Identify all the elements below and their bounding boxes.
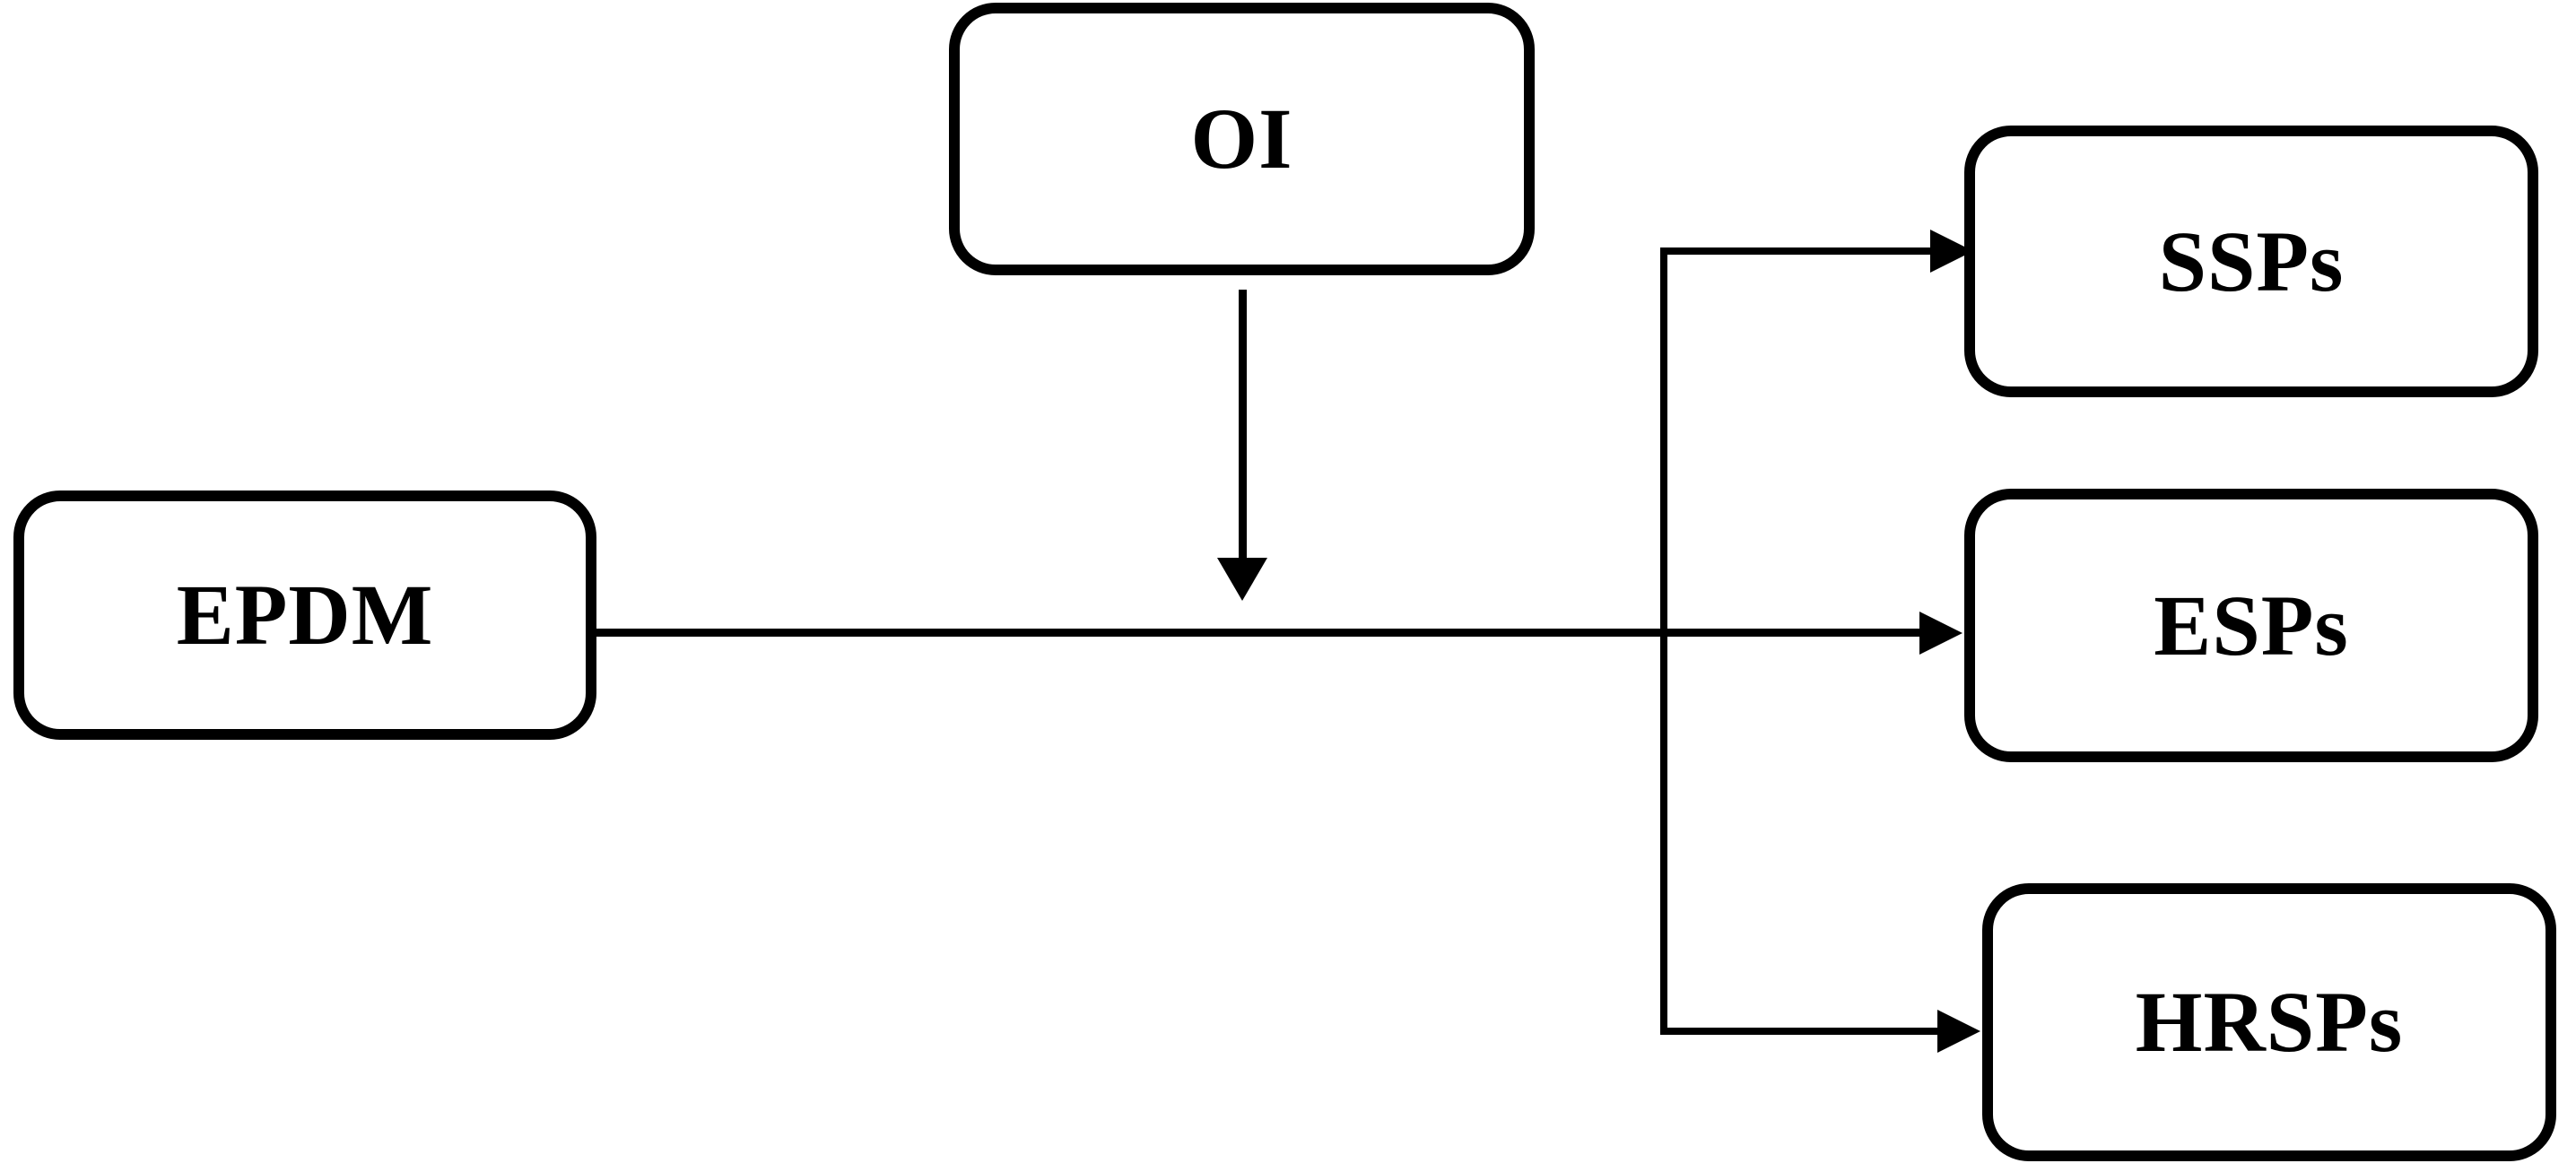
arrowhead-right-ssps-icon [1930,230,1973,273]
node-oi: OI [949,3,1535,275]
node-oi-label: OI [1190,91,1293,187]
arrowhead-right-esps-icon [1919,612,1962,655]
edge-branch-vertical-line [1660,247,1667,1033]
edge-epdm-to-esps-shaft [596,629,1921,637]
edge-branch-to-hrsps-shaft [1660,1028,1940,1035]
node-esps-label: ESPs [2154,577,2349,673]
node-epdm: EPDM [13,491,596,740]
arrowhead-down-icon [1217,558,1267,601]
node-ssps-label: SSPs [2158,213,2345,309]
edge-oi-down-shaft [1239,290,1247,559]
edge-branch-to-ssps-shaft [1660,247,1933,255]
node-epdm-label: EPDM [176,567,434,663]
node-hrsps-label: HRSPs [2135,974,2404,1070]
node-hrsps: HRSPs [1982,883,2556,1161]
node-ssps: SSPs [1964,126,2538,397]
node-esps: ESPs [1964,489,2538,762]
arrowhead-right-hrsps-icon [1937,1010,1980,1053]
